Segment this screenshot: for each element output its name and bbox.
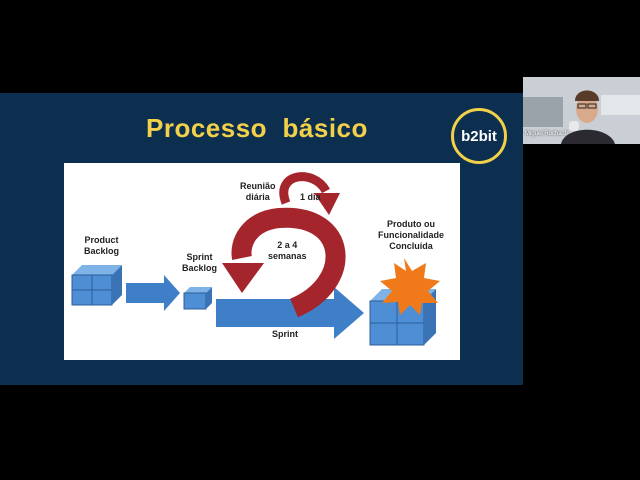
scrum-diagram: Product Backlog Sprint Backlog Reunião d… bbox=[64, 163, 460, 360]
completion-burst-icon bbox=[380, 258, 440, 315]
flow-arrow-1 bbox=[126, 275, 180, 311]
product-backlog-cube bbox=[71, 265, 122, 306]
daily-cycle-arrow bbox=[279, 172, 340, 215]
diagram-graphics bbox=[71, 172, 440, 346]
participant-name: Miguel Rocha Jr bbox=[525, 131, 569, 137]
reuniao-diaria-label: Reunião diária bbox=[240, 181, 276, 202]
product-backlog-label: Product Backlog bbox=[84, 235, 120, 256]
participant-video-frame bbox=[523, 77, 640, 144]
participant-video[interactable] bbox=[523, 77, 640, 144]
logo-text: b2bit bbox=[461, 127, 497, 145]
produto-label: Produto ou Funcionalidade Concluída bbox=[378, 219, 445, 251]
sprint-label: Sprint bbox=[272, 329, 298, 339]
semanas-label: 2 a 4 semanas bbox=[268, 240, 307, 261]
sprint-backlog-label: Sprint Backlog bbox=[182, 252, 218, 273]
b2bit-logo: b2bit bbox=[451, 108, 507, 164]
sprint-backlog-cube bbox=[183, 287, 212, 310]
sprint-cycle-arrow bbox=[222, 207, 346, 318]
um-dia-label: 1 dia bbox=[300, 192, 321, 202]
sprint-arrow bbox=[216, 287, 364, 339]
slide-title: Processo básico bbox=[146, 113, 368, 143]
